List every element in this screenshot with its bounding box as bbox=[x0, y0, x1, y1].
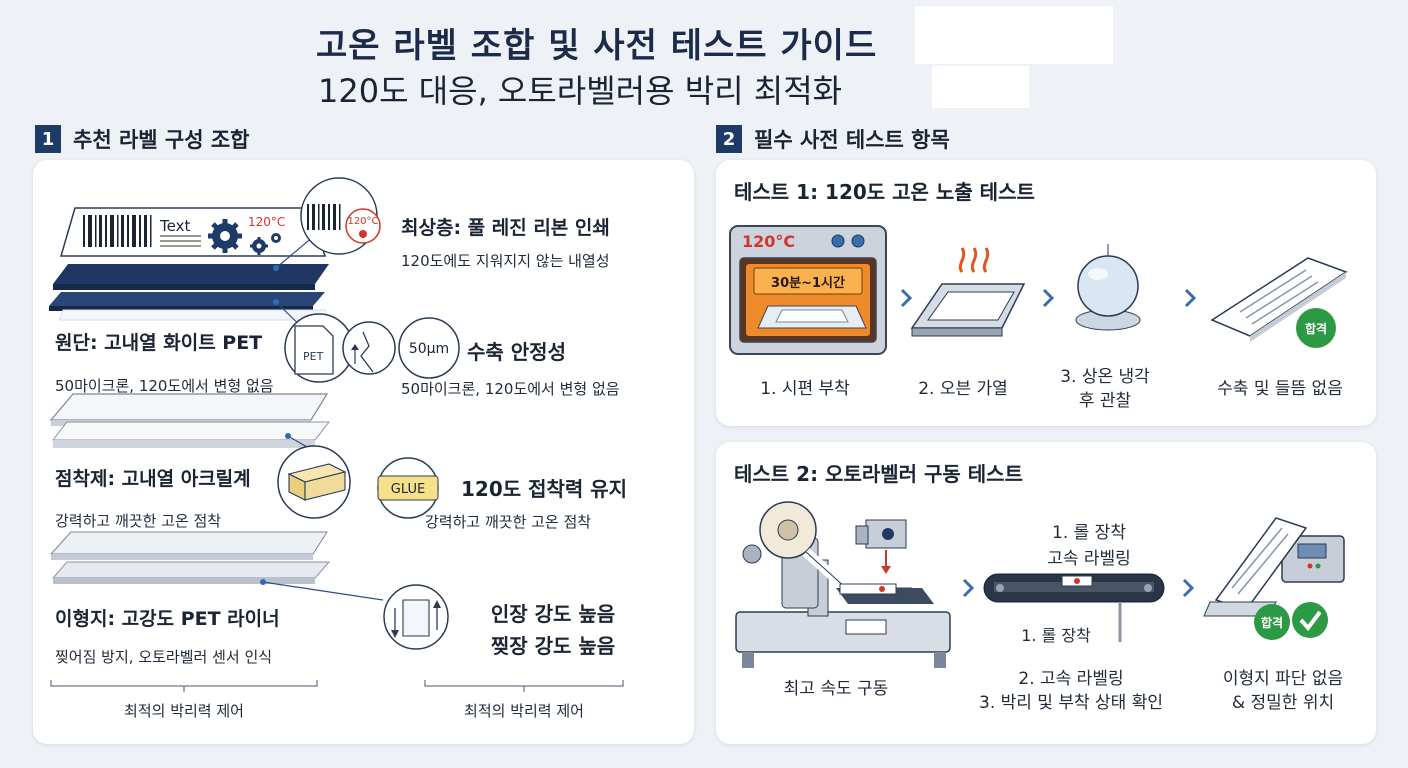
heated-plate-icon bbox=[910, 247, 1026, 337]
oven-time-text: 30분~1시간 bbox=[771, 275, 845, 291]
section2-header: 2 필수 사전 테스트 항목 bbox=[716, 124, 950, 154]
brace-right-label: 최적의 박리력 제어 bbox=[464, 702, 584, 720]
title-highlight bbox=[915, 6, 1113, 64]
oven-temp-text: 120°C bbox=[742, 232, 795, 251]
chevron-right-icon-5 bbox=[1182, 578, 1195, 598]
liner-layer-title: 이형지: 고강도 PET 라이너 bbox=[55, 608, 280, 630]
section2-number: 2 bbox=[716, 125, 742, 153]
adhesive-layer-desc: 강력하고 깨끗한 고온 점착 bbox=[55, 512, 222, 530]
ribbon-title: 최상층: 풀 레진 리본 인쇄 bbox=[401, 217, 610, 239]
page-title: 고온 라벨 조합 및 사전 테스트 가이드 bbox=[316, 26, 878, 66]
brace-left-label: 최적의 박리력 제어 bbox=[124, 702, 244, 720]
connector-dots bbox=[260, 265, 291, 585]
adhesive-block-badge bbox=[277, 445, 351, 519]
adhesive-layer bbox=[49, 393, 331, 448]
thickness-badge-text: 50μm bbox=[409, 341, 449, 357]
tensile-title-1: 인장 강도 높음 bbox=[490, 602, 616, 626]
chevron-right-icon-2 bbox=[1042, 288, 1055, 308]
test2-panel: 테스트 2: 오토라벨러 구동 테스트 bbox=[716, 442, 1376, 744]
tensile-title-2: 찢장 강도 높음 bbox=[490, 634, 616, 658]
step-cool: 3. 상온 냉각 bbox=[1060, 367, 1150, 387]
brace-left-icon bbox=[50, 680, 318, 692]
caption-step3: 3. 박리 및 부착 상태 확인 bbox=[979, 693, 1163, 713]
pass-badge: 합격 bbox=[1296, 308, 1336, 348]
caption-machine: 최고 속도 구동 bbox=[783, 679, 889, 699]
test2-title: 테스트 2: 오토라벨러 구동 테스트 bbox=[734, 462, 1023, 486]
caption-under-conveyor: 1. 롤 장착 bbox=[1021, 626, 1091, 645]
layer-stack-diagram: Text 120°C bbox=[49, 177, 624, 692]
top-label-strip: Text 120°C bbox=[60, 207, 327, 257]
liner-layer-desc: 찢어짐 방지, 오토라벨러 센서 인식 bbox=[55, 648, 273, 666]
caption-precise: & 정밀한 위치 bbox=[1231, 693, 1335, 713]
test2-diagram: 합격 bbox=[735, 501, 1345, 668]
caption-roll-mount: 1. 롤 장착 bbox=[1052, 523, 1126, 543]
pass-badge-2: 합격 bbox=[1254, 602, 1328, 640]
pet-layer-title: 원단: 고내열 화이트 PET bbox=[55, 332, 263, 354]
glue-badge: GLUE bbox=[377, 457, 439, 519]
adhesive-layer-title: 점착제: 고내열 아크릴계 bbox=[55, 468, 251, 490]
section1-panel: Text 120°C bbox=[33, 160, 694, 744]
adhesion-title: 120도 접착력 유지 bbox=[461, 477, 628, 501]
gear-icon bbox=[208, 219, 242, 253]
section1-number: 1 bbox=[35, 125, 61, 153]
section2-title: 필수 사전 테스트 항목 bbox=[754, 128, 950, 152]
caption-high-speed: 고속 라벨링 bbox=[1047, 549, 1131, 569]
shrink-desc: 50마이크론, 120도에서 변형 없음 bbox=[401, 380, 620, 398]
chevron-right-icon-4 bbox=[962, 578, 975, 598]
caption-no-break: 이형지 파단 없음 bbox=[1222, 669, 1344, 689]
label-printer-icon bbox=[1203, 517, 1345, 617]
subtitle-highlight bbox=[932, 66, 1029, 108]
chevron-right-icon bbox=[900, 288, 913, 308]
step-attach: 1. 시편 부착 bbox=[760, 379, 850, 399]
test1-panel: 테스트 1: 120도 고온 노출 테스트 120°C 30분~1시간 bbox=[716, 160, 1376, 426]
label-art-text: Text bbox=[159, 217, 190, 235]
adhesion-desc: 강력하고 깨끗한 고온 점착 bbox=[425, 513, 592, 531]
label-result-icon bbox=[1210, 257, 1348, 342]
brace-right-icon bbox=[424, 680, 624, 692]
pet-film-badge: PET bbox=[284, 313, 396, 383]
labeling-machine-icon bbox=[735, 501, 951, 668]
small-gear-icon bbox=[250, 233, 281, 255]
glue-badge-text: GLUE bbox=[391, 482, 425, 497]
pet-layer-desc: 50마이크론, 120도에서 변형 없음 bbox=[55, 377, 274, 395]
ribbon-desc: 120도에도 지워지지 않는 내열성 bbox=[401, 252, 610, 270]
caption-step2: 2. 고속 라벨링 bbox=[1018, 669, 1124, 689]
conveyor-icon bbox=[983, 573, 1165, 642]
thickness-badge: 50μm bbox=[398, 317, 460, 379]
pet-icon-text: PET bbox=[303, 350, 324, 363]
badge-temp-text: 120°C bbox=[347, 216, 378, 227]
liner-layer bbox=[49, 531, 331, 584]
step-result: 수축 및 들뜸 없음 bbox=[1217, 379, 1343, 399]
page-subtitle: 120도 대응, 오토라벨러용 박리 최적화 bbox=[318, 72, 843, 110]
step-oven: 2. 오븐 가열 bbox=[918, 379, 1008, 399]
barcode-icon bbox=[83, 215, 152, 247]
oven-icon: 120°C 30분~1시간 bbox=[729, 225, 887, 355]
chevron-right-icon-3 bbox=[1184, 288, 1197, 308]
ribbon-badge: 120°C bbox=[300, 177, 381, 255]
tensile-badge bbox=[383, 584, 449, 650]
section1-title: 추천 라벨 구성 조합 bbox=[73, 128, 250, 152]
pass-badge-2-text: 합격 bbox=[1261, 615, 1283, 630]
pass-badge-text: 합격 bbox=[1305, 321, 1327, 336]
step-observe: 후 관찰 bbox=[1078, 391, 1132, 411]
test1-title: 테스트 1: 120도 고온 노출 테스트 bbox=[734, 180, 1035, 204]
shrink-title: 수축 안정성 bbox=[467, 340, 566, 364]
test1-diagram: 120°C 30분~1시간 bbox=[729, 225, 1348, 355]
ribbon-layer bbox=[49, 264, 329, 311]
label-art-temp: 120°C bbox=[248, 215, 285, 229]
sphere-specimen-icon bbox=[1075, 244, 1141, 331]
section1-header: 1 추천 라벨 구성 조합 bbox=[35, 124, 250, 154]
